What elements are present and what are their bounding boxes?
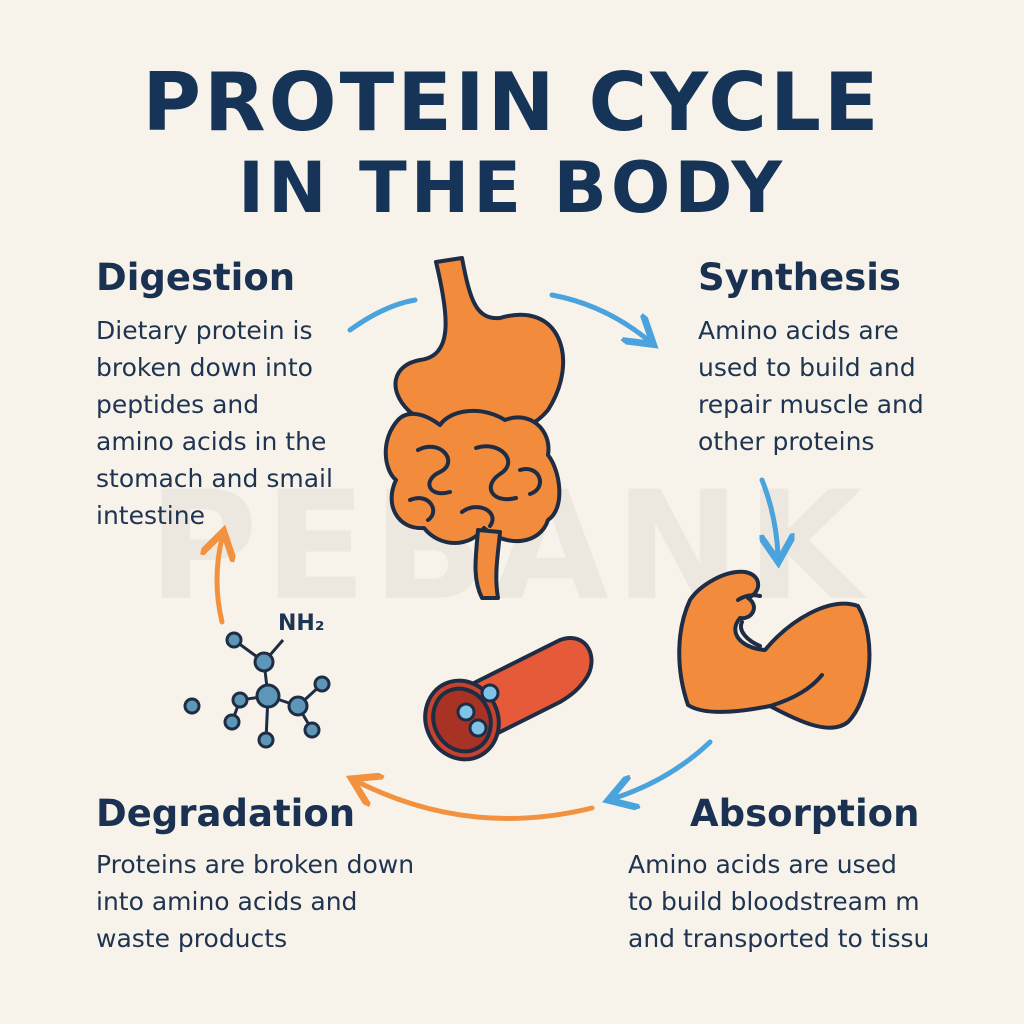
title-line-1: PROTEIN CYCLE: [142, 56, 882, 149]
stomach-intestine-icon: [383, 256, 565, 600]
arrow-to-muscle: [762, 477, 778, 555]
blood-vessel-icon: [423, 636, 594, 762]
absorption-text: Amino acids are used to build bloodstrea…: [628, 850, 930, 953]
molecule-label: NH₂: [278, 611, 324, 636]
arrow-digestion-in: [347, 297, 418, 333]
title-line-2: IN THE BODY: [237, 147, 787, 229]
absorption-heading: Absorption: [690, 792, 920, 835]
amino-acid-molecule-icon: [183, 631, 331, 749]
arrow-to-degradation: [358, 782, 595, 821]
arrow-to-digestion: [217, 538, 222, 625]
degradation-heading: Degradation: [96, 792, 356, 835]
arrow-to-absorption: [615, 739, 713, 798]
muscle-arm-icon: [677, 569, 872, 730]
arrow-to-synthesis: [549, 292, 648, 340]
synthesis-heading: Synthesis: [698, 256, 901, 299]
digestion-text: Dietary protein is broken down into pept…: [96, 316, 333, 530]
digestion-heading: Digestion: [96, 256, 296, 299]
degradation-text: Proteins are broken down into amino acid…: [96, 850, 415, 953]
synthesis-text: Amino acids are used to build and repair…: [698, 316, 924, 456]
